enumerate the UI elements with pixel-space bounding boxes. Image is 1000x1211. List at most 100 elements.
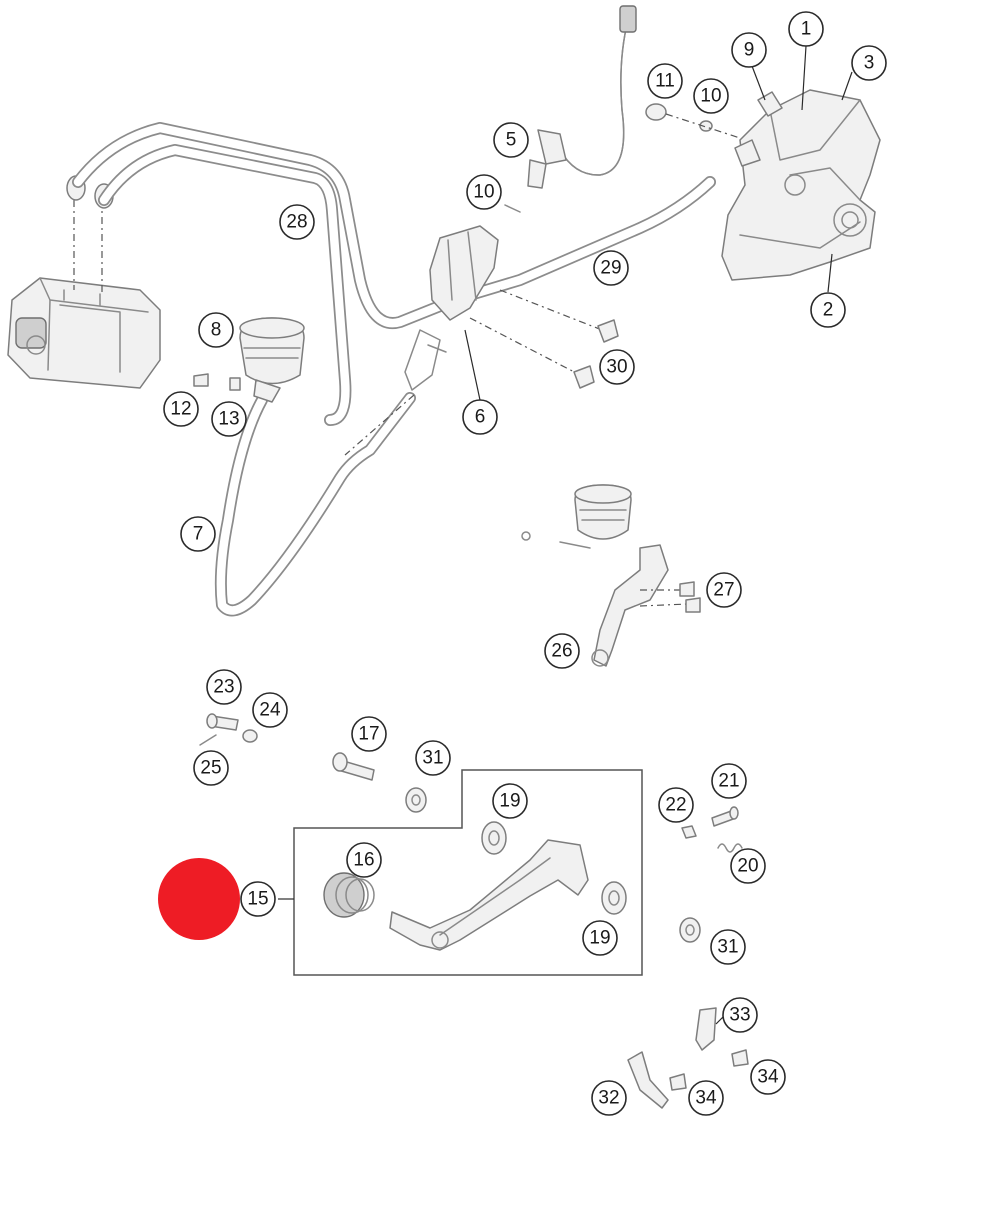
bearing-19b: [601, 881, 627, 915]
callout-15: 15: [240, 881, 276, 917]
svg-text:12: 12: [170, 399, 191, 420]
callout-30: 30: [599, 349, 635, 385]
svg-text:1: 1: [801, 19, 812, 40]
svg-text:10: 10: [700, 86, 721, 107]
svg-text:34: 34: [695, 1088, 717, 1109]
master-cylinder: [404, 225, 499, 391]
svg-text:28: 28: [286, 212, 307, 233]
svg-text:19: 19: [589, 928, 610, 949]
bracket-dash: [639, 589, 689, 607]
callout-28: 28: [279, 204, 315, 240]
svg-text:24: 24: [259, 700, 281, 721]
callout-34-left: 34: [688, 1080, 724, 1116]
svg-text:32: 32: [598, 1088, 619, 1109]
bolt-21: [711, 806, 739, 827]
svg-text:33: 33: [729, 1005, 750, 1026]
svg-text:8: 8: [211, 320, 222, 341]
callout-31-lower: 31: [710, 929, 746, 965]
callout-16: 16: [346, 842, 382, 878]
svg-text:21: 21: [718, 771, 739, 792]
washer-31a: [405, 787, 427, 813]
cap-11: [645, 103, 667, 121]
svg-text:15: 15: [247, 889, 268, 910]
rubber-16: [323, 872, 375, 918]
line7-dash: [344, 394, 415, 456]
svg-text:10: 10: [473, 182, 494, 203]
mc-dash-upper: [499, 289, 603, 331]
callout-11: 11: [647, 63, 683, 99]
callout-21: 21: [711, 763, 747, 799]
svg-text:3: 3: [864, 53, 875, 74]
svg-text:11: 11: [655, 71, 675, 92]
sensor-cable: [559, 5, 637, 176]
caliper-dash: [665, 113, 741, 139]
highlight-marker: [158, 858, 240, 940]
brake-line-28: [72, 122, 716, 426]
callout-6: 6: [462, 399, 498, 435]
svg-text:30: 30: [606, 357, 627, 378]
callout-23: 23: [206, 669, 242, 705]
callout-17: 17: [351, 716, 387, 752]
screw-12: [193, 373, 209, 387]
callout-3: 3: [851, 45, 887, 81]
pivot-bolt-23: [206, 713, 239, 731]
callout-10-switch: 10: [466, 174, 502, 210]
svg-text:26: 26: [551, 641, 572, 662]
callout-29: 29: [593, 250, 629, 286]
callout-25: 25: [193, 750, 229, 786]
svg-text:20: 20: [737, 856, 758, 877]
spring-20: [717, 843, 743, 853]
svg-text:31: 31: [422, 748, 443, 769]
callout-34-right: 34: [750, 1059, 786, 1095]
brake-light-switch: [527, 129, 567, 189]
svg-text:25: 25: [200, 758, 221, 779]
screws-34: [669, 1049, 749, 1091]
abs-unit: [7, 277, 161, 389]
svg-text:6: 6: [475, 407, 486, 428]
washer-24: [242, 729, 258, 743]
callout-27: 27: [706, 572, 742, 608]
svg-text:31: 31: [717, 937, 738, 958]
svg-text:16: 16: [353, 850, 374, 871]
fluid-reservoir-26: [521, 484, 669, 667]
callout-12: 12: [163, 391, 199, 427]
svg-text:22: 22: [665, 795, 686, 816]
callout-13: 13: [211, 401, 247, 437]
callout-8: 8: [198, 312, 234, 348]
svg-text:27: 27: [713, 580, 734, 601]
callout-9: 9: [731, 32, 767, 68]
callout-32: 32: [591, 1080, 627, 1116]
bolt-17: [332, 752, 375, 781]
callout-7: 7: [180, 516, 216, 552]
clip-33: [695, 1007, 717, 1051]
clip-13: [229, 377, 241, 391]
callout-24: 24: [252, 692, 288, 728]
svg-text:13: 13: [218, 409, 239, 430]
callout-22: 22: [658, 787, 694, 823]
pin-10: [504, 204, 521, 213]
bearing-19a: [481, 821, 507, 855]
brake-pedal: [389, 839, 589, 951]
callout-26: 26: [544, 633, 580, 669]
svg-text:9: 9: [744, 40, 755, 61]
svg-text:34: 34: [757, 1067, 779, 1088]
pedal-assembly-frame: [293, 769, 643, 976]
mc-dash-lower: [469, 317, 583, 377]
svg-text:29: 29: [600, 258, 621, 279]
brake-line-7: [214, 392, 416, 617]
callout-1: 1: [788, 11, 824, 47]
callout-20: 20: [730, 848, 766, 884]
svg-text:17: 17: [358, 724, 379, 745]
callout-19-lower: 19: [582, 920, 618, 956]
svg-text:23: 23: [213, 677, 234, 698]
svg-text:2: 2: [823, 300, 834, 321]
brake-caliper: [721, 89, 881, 281]
svg-text:19: 19: [499, 791, 520, 812]
fluid-reservoir-8: [239, 317, 305, 403]
bolts-30: [573, 319, 619, 389]
nut-22: [681, 825, 697, 839]
callout-31-upper: 31: [415, 740, 451, 776]
callout-33: 33: [722, 997, 758, 1033]
pin-25: [199, 734, 217, 746]
